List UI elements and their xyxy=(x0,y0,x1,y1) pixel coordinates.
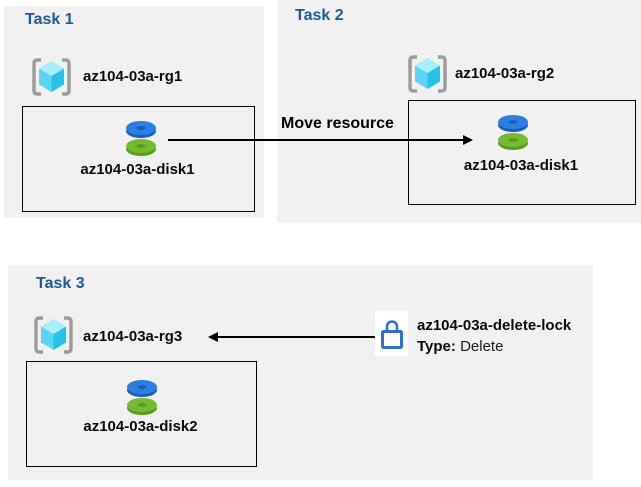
task1-panel xyxy=(4,6,264,218)
resource-group-icon xyxy=(32,315,75,355)
lock-arrow-head-icon xyxy=(208,332,218,342)
task3-disk-box xyxy=(26,361,257,467)
task1-disk-label: az104-03a-disk1 xyxy=(80,161,195,178)
disk-icon xyxy=(494,112,532,152)
rg2-label: az104-03a-rg2 xyxy=(455,65,555,82)
delete-lock-type-key: Type: xyxy=(417,338,456,355)
lock-icon xyxy=(375,311,408,356)
task3-title: Task 3 xyxy=(36,275,85,292)
disk-icon xyxy=(123,377,161,417)
delete-lock-type: Type: Delete xyxy=(417,338,503,355)
disk-icon xyxy=(122,118,160,158)
move-arrow-head-icon xyxy=(463,135,473,145)
delete-lock-name: az104-03a-delete-lock xyxy=(417,317,572,334)
task1-title: Task 1 xyxy=(25,11,74,28)
lock-arrow xyxy=(217,336,376,338)
task2-disk-box xyxy=(408,100,636,205)
delete-lock-type-value: Delete xyxy=(455,338,504,355)
task2-title: Task 2 xyxy=(295,7,344,24)
rg1-label: az104-03a-rg1 xyxy=(83,68,183,85)
resource-group-icon xyxy=(406,54,449,94)
resource-group-icon xyxy=(30,57,73,97)
task3-panel xyxy=(8,265,593,480)
rg3-label: az104-03a-rg3 xyxy=(83,328,183,345)
task2-panel xyxy=(277,0,641,223)
task3-disk-label: az104-03a-disk2 xyxy=(83,418,198,435)
move-arrow xyxy=(168,139,465,141)
move-resource-label: Move resource xyxy=(281,115,394,132)
task2-disk-label: az104-03a-disk1 xyxy=(463,157,579,174)
task1-disk-box xyxy=(22,106,255,212)
